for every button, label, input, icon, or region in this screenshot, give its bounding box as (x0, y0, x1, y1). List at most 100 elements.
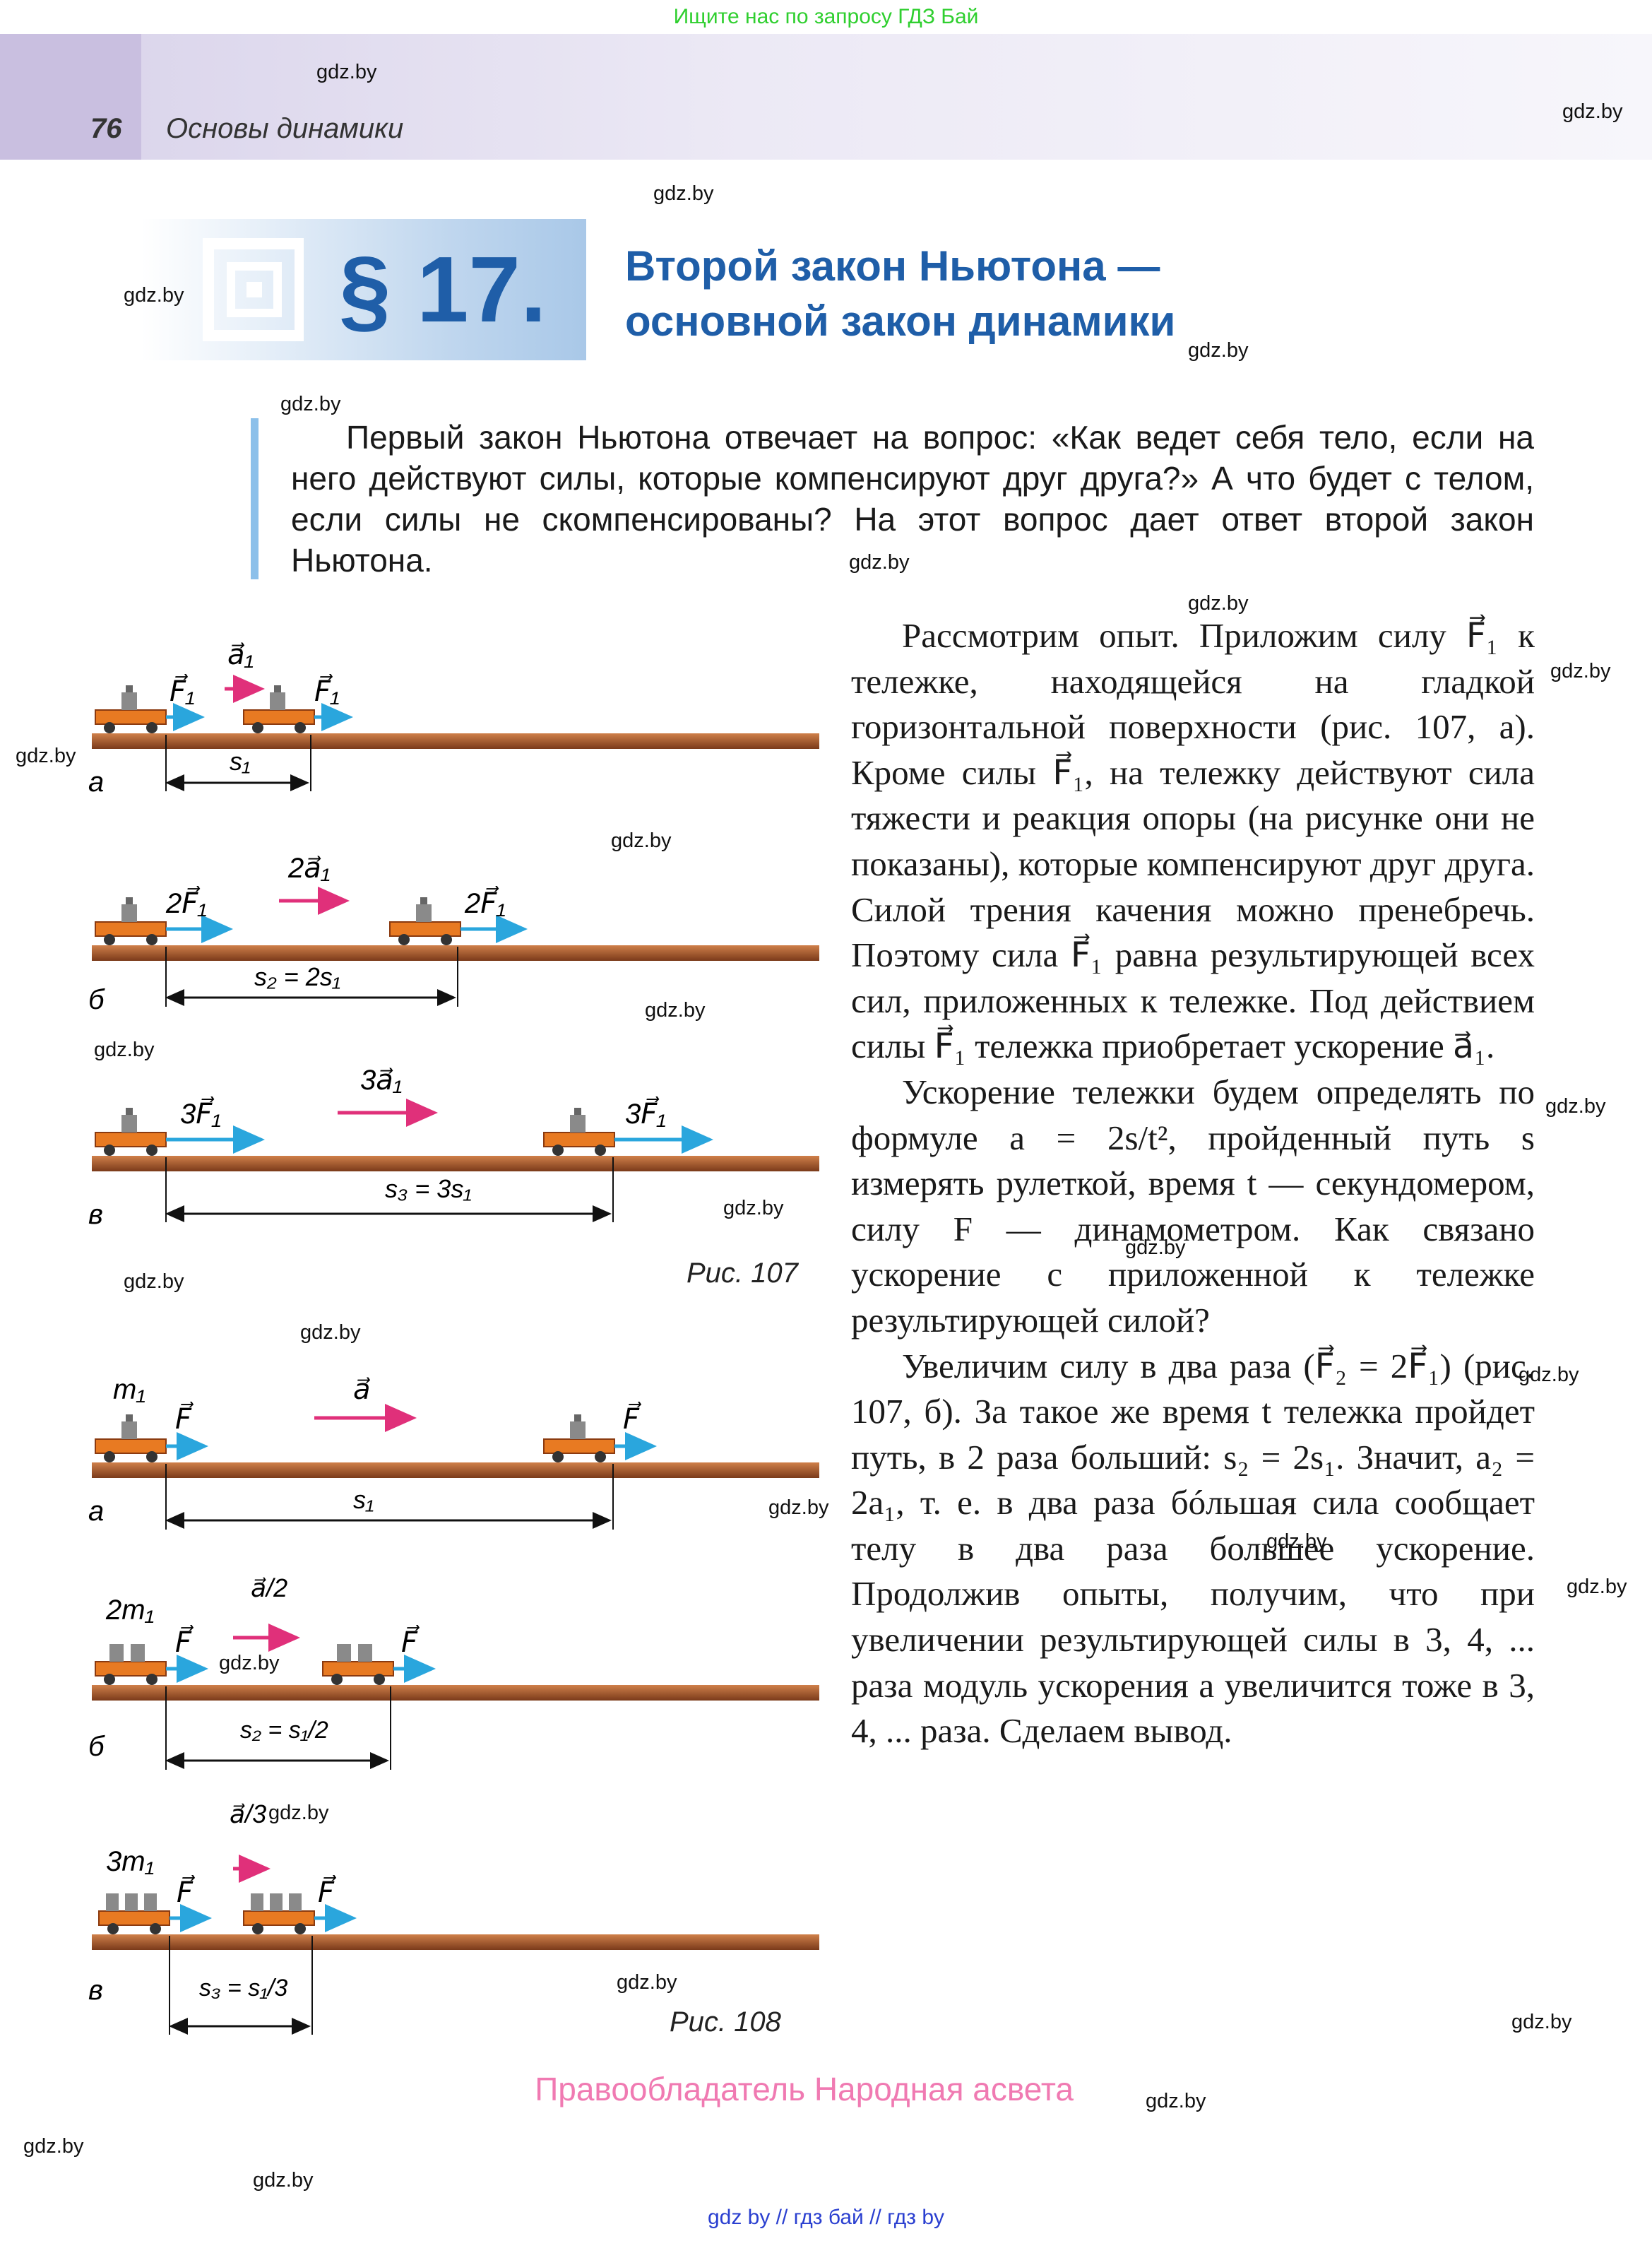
watermark: gdz.by (723, 1197, 784, 1219)
cart (243, 685, 315, 733)
cart (98, 1893, 170, 1934)
force-label: F⃗ (401, 1625, 420, 1658)
watermark: gdz.by (611, 829, 672, 852)
intro-paragraph: Первый закон Ньютона отвечает на вопрос:… (291, 419, 1534, 579)
watermark: gdz.by (1545, 1095, 1606, 1118)
section-title: Второй закон Ньютона — основной закон ди… (625, 239, 1175, 349)
distance-label: s₃ = 3s₁ (385, 1174, 472, 1203)
fig107-row-b: 2F⃗₁ 2F⃗₁ 2a⃗₁ s₂ = 2s₁ б (88, 853, 819, 1015)
accel-label: 2a⃗₁ (287, 853, 330, 884)
accel-label: a⃗₁ (227, 639, 254, 670)
distance-label: s₁ (230, 747, 250, 776)
watermark: gdz.by (124, 284, 184, 307)
fig107-row-a: F⃗₁ F⃗₁ a⃗₁ s₁ а (88, 639, 819, 798)
header-tab (0, 34, 141, 160)
watermark: gdz.by (16, 745, 76, 767)
row-letter: в (88, 1199, 103, 1230)
force-label: 2F⃗₁ (165, 886, 207, 919)
fig108-row-b: 2m₁ F⃗ F⃗ a⃗/2 s₂ = s₁/2 б (88, 1573, 819, 1770)
row-letter: а (88, 767, 104, 798)
watermark: gdz.by (1567, 1575, 1627, 1598)
force-label: 3F⃗₁ (625, 1096, 666, 1130)
body-paragraph-3: Увеличим силу в два раза (F⃗₂ = 2F⃗₁) (р… (851, 1346, 1535, 1751)
track (92, 1685, 819, 1701)
cart (543, 1414, 615, 1462)
body-paragraph-2: Ускорение тележки будем определять по фо… (851, 1072, 1535, 1340)
accel-label: a⃗ (353, 1374, 371, 1405)
section-title-line2: основной закон динамики (625, 297, 1176, 345)
force-label: 2F⃗₁ (464, 886, 506, 919)
watermark: gdz.by (253, 2169, 314, 2192)
section-ornament-icon (203, 238, 306, 341)
fig108-row-a: m₁ F⃗ F⃗ a⃗ s₁ а (88, 1374, 819, 1530)
cart (543, 1108, 615, 1156)
row-letter: в (88, 1975, 103, 2006)
body-paragraph-1: Рассмотрим опыт. Приложим силу F⃗₁ к тел… (851, 616, 1535, 1066)
accel-label: 3a⃗₁ (360, 1065, 402, 1096)
row-letter: а (88, 1496, 104, 1527)
distance-label: s₂ = s₁/2 (240, 1717, 328, 1744)
force-label: F⃗ (623, 1402, 641, 1435)
watermark: gdz.by (124, 1270, 184, 1293)
fig107-row-c: 3F⃗₁ 3F⃗₁ 3a⃗₁ s₃ = 3s₁ в (88, 1065, 819, 1230)
watermark: gdz.by (280, 393, 341, 415)
section-number-box (141, 219, 586, 360)
figure-108-caption: Рис. 108 (670, 2006, 781, 2038)
watermark: gdz.by (1562, 100, 1623, 123)
watermark: gdz.by (1550, 660, 1611, 682)
row-letter: б (88, 1731, 105, 1762)
track (92, 1156, 819, 1171)
watermark: gdz.by (300, 1321, 361, 1344)
cart (95, 685, 167, 733)
force-label: F⃗ (318, 1875, 336, 1908)
watermark: gdz.by (849, 551, 910, 574)
cart (243, 1893, 315, 1934)
cart (95, 1108, 167, 1156)
watermark: gdz.by (94, 1039, 155, 1061)
mass-label: 3m₁ (106, 1846, 154, 1877)
track (92, 1934, 819, 1950)
track (92, 945, 819, 961)
force-label: 3F⃗₁ (180, 1096, 221, 1130)
distance-label: s₁ (353, 1485, 374, 1514)
cart (322, 1644, 394, 1685)
copyright-owner: Правообладатель Народная асвета (535, 2071, 1074, 2107)
force-label: F⃗₁ (314, 674, 340, 707)
distance-label: s₂ = 2s₁ (254, 962, 340, 991)
intro-accent-bar (251, 418, 259, 579)
watermark: gdz.by (617, 1971, 677, 1994)
figure-107-caption: Рис. 107 (687, 1258, 798, 1289)
watermark: gdz.by (645, 999, 706, 1022)
section-number: § 17. (339, 237, 547, 341)
watermark: gdz.by (1146, 2090, 1206, 2112)
accel-label: a⃗/3 (230, 1799, 266, 1828)
fig108-row-c: 3m₁ F⃗ F⃗ a⃗/3 s₃ = s₁/3 в (88, 1799, 819, 2035)
cart (95, 1644, 167, 1685)
watermark: gdz.by (1125, 1236, 1186, 1259)
watermark: gdz.by (768, 1496, 829, 1519)
watermark: gdz.by (1188, 339, 1249, 362)
accel-label: a⃗/2 (251, 1573, 287, 1602)
row-letter: б (88, 984, 105, 1015)
header-band (0, 34, 1652, 160)
page-number: 76 (90, 113, 122, 144)
track (92, 1462, 819, 1478)
force-label: F⃗ (175, 1625, 194, 1658)
force-label: F⃗₁ (170, 674, 195, 707)
force-label: F⃗ (175, 1402, 194, 1435)
mass-label: m₁ (113, 1374, 145, 1405)
watermark: gdz.by (1266, 1530, 1327, 1553)
track (92, 733, 819, 749)
distance-label: s₃ = s₁/3 (199, 1975, 287, 2001)
cart (389, 897, 461, 945)
mass-label: 2m₁ (105, 1595, 154, 1626)
section-title-line1: Второй закон Ньютона — (625, 242, 1160, 290)
force-label: F⃗ (177, 1875, 195, 1908)
watermark: gdz.by (653, 182, 714, 205)
cart (95, 897, 167, 945)
running-title: Основы динамики (166, 113, 404, 144)
watermark: gdz.by (1511, 2011, 1572, 2033)
figure-108: m₁ F⃗ F⃗ a⃗ s₁ а 2m₁ F⃗ F⃗ a⃗/2 s₂ = s (88, 1374, 819, 2035)
footer-links[interactable]: gdz by // гдз бай // гдз by (707, 2206, 945, 2229)
watermark: gdz.by (1188, 592, 1249, 615)
